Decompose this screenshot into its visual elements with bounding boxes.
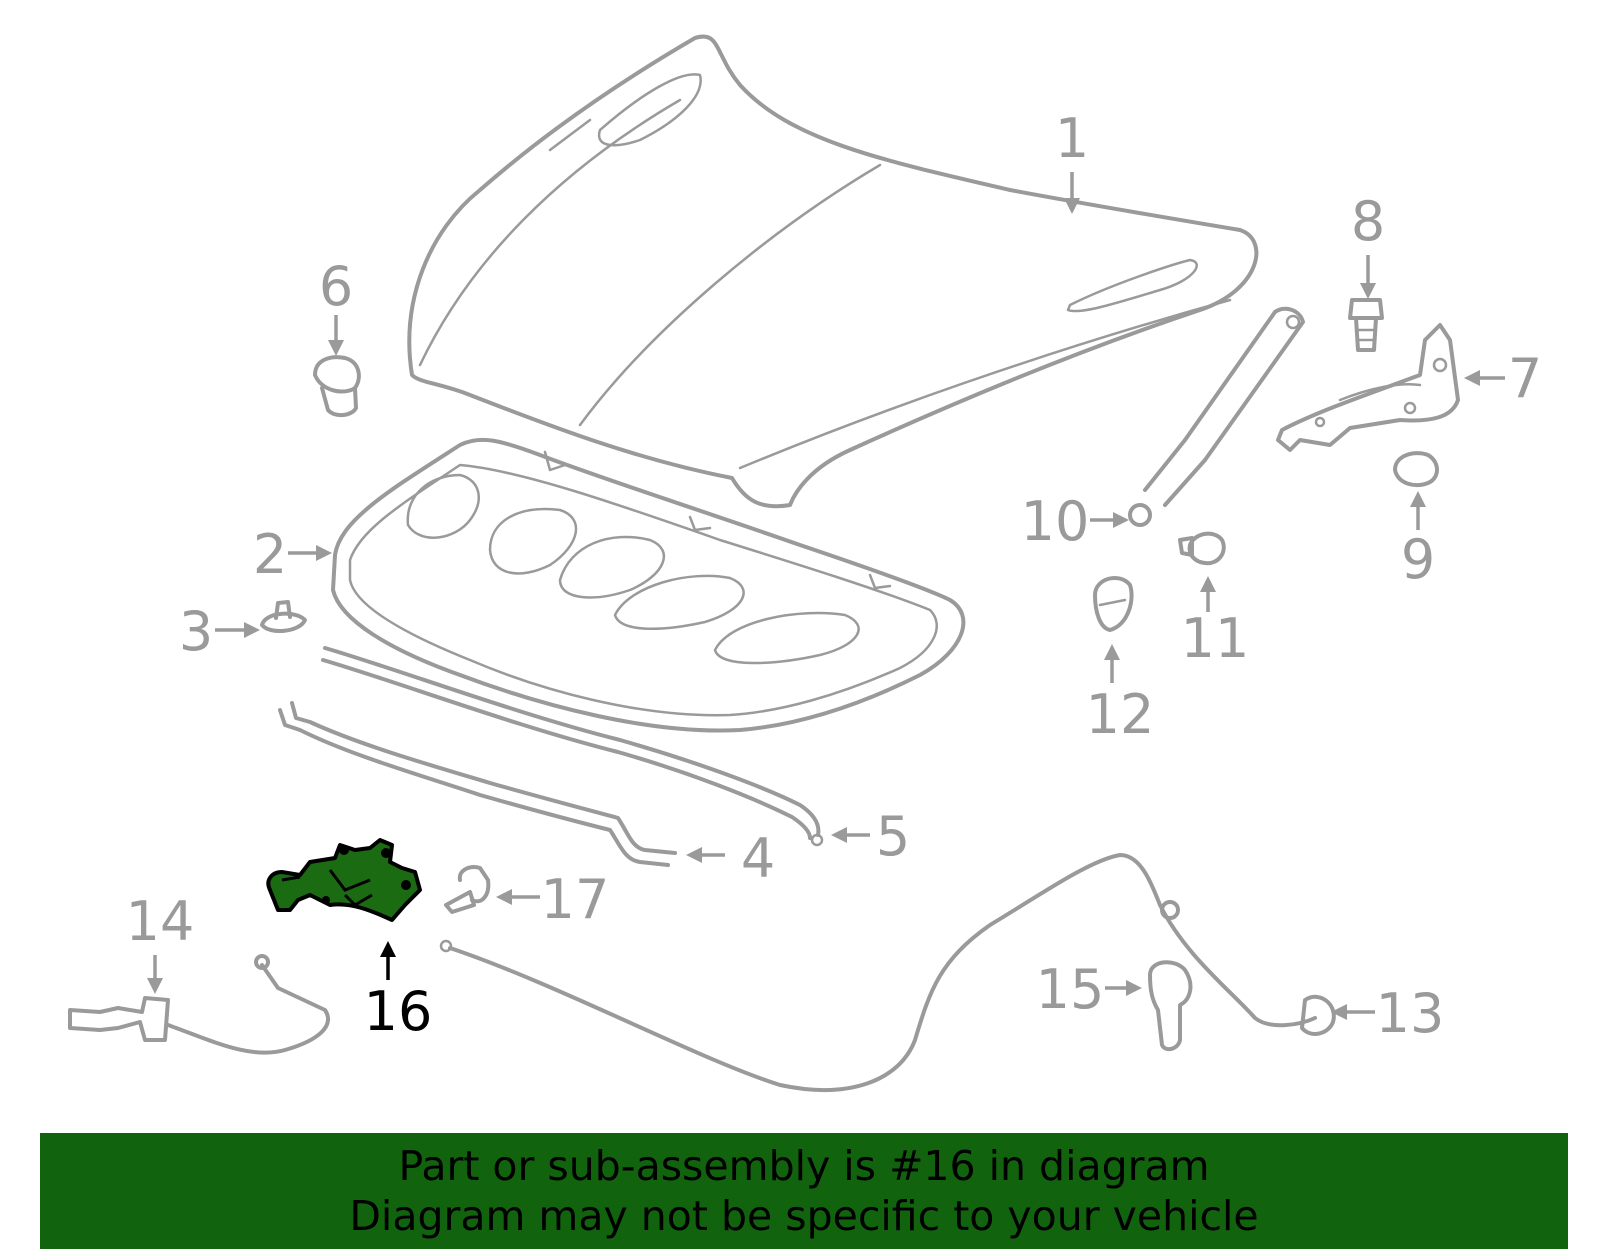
release-cable-part-13 — [439, 853, 1336, 1092]
gas-strut-part-10 — [1128, 306, 1305, 527]
clip-part-12 — [1093, 575, 1134, 632]
callout-13: 13 — [1331, 982, 1444, 1045]
callout-10: 10 — [1021, 490, 1129, 553]
callout-14-label: 14 — [126, 890, 195, 953]
callout-3: 3 — [179, 600, 260, 663]
callout-15-label: 15 — [1036, 958, 1105, 1021]
callout-17-label: 17 — [541, 868, 610, 931]
callout-10-label: 10 — [1021, 490, 1090, 553]
info-banner: Part or sub-assembly is #16 in diagram D… — [40, 1133, 1568, 1249]
callout-7: 7 — [1464, 347, 1542, 410]
callout-1: 1 — [1055, 107, 1089, 214]
callout-17: 17 — [496, 868, 609, 931]
hood-insulator-part — [331, 437, 966, 733]
callout-9-label: 9 — [1401, 528, 1435, 591]
callout-3-label: 3 — [179, 600, 213, 663]
callout-15: 15 — [1036, 958, 1142, 1021]
bumper-stop-part-6 — [313, 355, 361, 417]
callout-5-label: 5 — [876, 805, 910, 868]
push-pin-part-17 — [444, 865, 491, 914]
plug-part-11 — [1178, 531, 1226, 566]
callout-16-label: 16 — [364, 980, 433, 1043]
callout-11: 11 — [1181, 576, 1250, 670]
callout-2-label: 2 — [253, 523, 287, 586]
callout-8: 8 — [1351, 190, 1385, 299]
callout-14: 14 — [126, 890, 195, 994]
callout-8-label: 8 — [1351, 190, 1385, 253]
callout-13-label: 13 — [1376, 982, 1445, 1045]
callout-9: 9 — [1401, 491, 1435, 591]
callout-12-label: 12 — [1086, 683, 1155, 746]
callout-6: 6 — [319, 255, 353, 356]
banner-line-2: Diagram may not be specific to your vehi… — [349, 1192, 1259, 1240]
bumper-part-9 — [1393, 451, 1439, 488]
release-handle-part-14 — [68, 954, 331, 1055]
clip-part-3 — [260, 600, 307, 633]
hood-latch-part-16 — [266, 838, 422, 922]
callout-12: 12 — [1086, 644, 1155, 746]
handle-part-15 — [1148, 960, 1193, 1052]
callout-5: 5 — [831, 805, 910, 868]
callout-16: 16 — [364, 941, 433, 1043]
callout-4: 4 — [686, 827, 775, 890]
hood-part — [407, 34, 1259, 509]
prop-rod-part-4 — [278, 701, 677, 867]
hinge-part-7 — [1276, 323, 1460, 452]
callout-7-label: 7 — [1508, 347, 1542, 410]
seal-part-5 — [321, 646, 824, 847]
callout-1-label: 1 — [1055, 107, 1089, 170]
callout-4-label: 4 — [741, 827, 775, 890]
callout-11-label: 11 — [1181, 607, 1250, 670]
bolt-part-8 — [1348, 298, 1384, 352]
callout-6-label: 6 — [319, 255, 353, 318]
callout-2: 2 — [253, 523, 332, 586]
banner-line-1: Part or sub-assembly is #16 in diagram — [398, 1142, 1210, 1190]
